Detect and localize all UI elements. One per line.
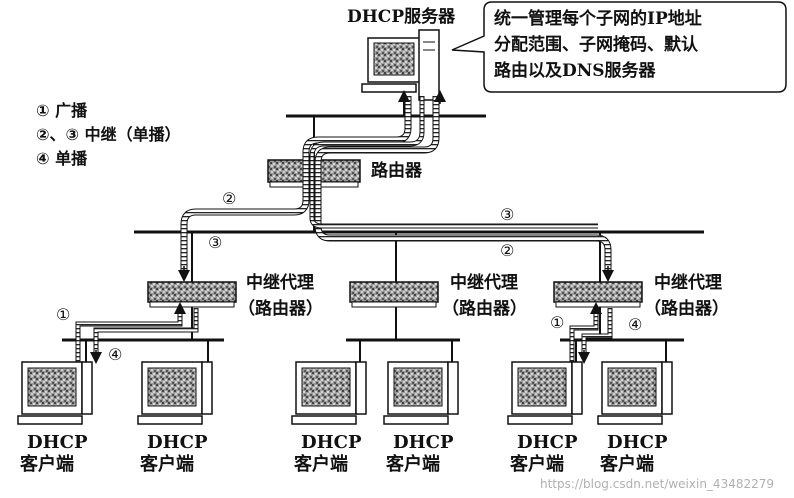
step-3-marker: ③ [500, 205, 514, 224]
client-1-label-line2: 客户端 [20, 453, 74, 475]
relay-agent-1 [147, 281, 237, 308]
client-2-label-line2: 客户端 [140, 453, 194, 475]
relay-3-label-line1: 中继代理 [654, 272, 722, 293]
client-1-label-line1: DHCP [27, 432, 88, 453]
relay-3-label-line2: （路由器） [644, 298, 729, 319]
client-6-label-line1: DHCP [607, 432, 668, 453]
callout-line-2: 分配范围、子网掩码、默认 [494, 34, 699, 55]
step-4-marker: ④ [108, 345, 122, 364]
callout-bubble: 统一管理每个子网的IP地址 分配范围、子网掩码、默认 路由以及DNS服务器 [451, 1, 787, 93]
step-4-marker: ④ [628, 315, 642, 334]
relay-agent-2 [349, 281, 439, 308]
dhcp-client-4 [383, 361, 459, 425]
client-2-label-line1: DHCP [147, 432, 208, 453]
relay-1-label-line1: 中继代理 [246, 272, 314, 293]
callout-line-1: 统一管理每个子网的IP地址 [494, 8, 702, 29]
dhcp-client-5 [507, 361, 583, 425]
relay-1-label-line2: （路由器） [238, 298, 323, 319]
dhcp-client-3 [291, 361, 367, 425]
dhcp-client-1 [17, 361, 93, 425]
callout-line-3: 路由以及DNS服务器 [494, 60, 657, 81]
watermark: https://blog.csdn.net/weixin_43482279 [540, 477, 774, 491]
relay-2-label-line2: （路由器） [442, 298, 527, 319]
relay-2-label-line1: 中继代理 [450, 272, 518, 293]
client-3-label-line1: DHCP [301, 432, 362, 453]
client-5-label-line2: 客户端 [510, 453, 564, 475]
client-3-label-line2: 客户端 [294, 453, 348, 475]
legend-unicast: ④ 单播 [36, 149, 88, 168]
relay-path-mid [309, 96, 598, 229]
relay-path-right [314, 96, 612, 272]
dhcp-client-6 [597, 361, 673, 425]
client-4-label-line1: DHCP [393, 432, 454, 453]
client-6-label-line2: 客户端 [600, 453, 654, 475]
step-2-marker: ② [500, 241, 514, 260]
client-5-label-line1: DHCP [517, 432, 578, 453]
subnet3-unicast-path [581, 308, 613, 356]
dhcp-client-2 [137, 361, 213, 425]
step-1-marker: ① [56, 305, 70, 324]
legend-broadcast: ① 广播 [36, 101, 88, 120]
step-2-marker: ② [222, 189, 236, 208]
client-4-label-line2: 客户端 [386, 453, 440, 475]
relay-path-left [180, 96, 412, 270]
step-1-marker: ① [550, 313, 564, 332]
subnet3-broadcast-path [569, 308, 599, 362]
dhcp-server-computer [361, 29, 440, 101]
server-label: DHCP服务器 [347, 6, 456, 27]
relay-agent-3 [553, 281, 643, 308]
router-label: 路由器 [371, 160, 423, 181]
subnet1-unicast-path [93, 308, 199, 356]
step-3-marker: ③ [208, 233, 222, 252]
subnet1-broadcast-path [75, 308, 183, 362]
legend-relay-unicast: ②、③ 中继（单播） [36, 125, 181, 144]
